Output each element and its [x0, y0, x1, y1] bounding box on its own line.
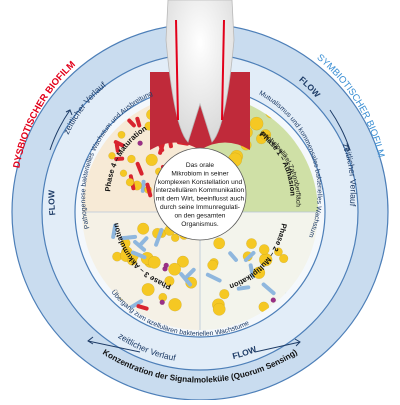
bacterium-rod: [179, 272, 193, 287]
center-text-line: komplexen Konstellation und: [158, 179, 243, 186]
bacterium-filament: [135, 161, 144, 176]
bacterium-coccus: [219, 289, 230, 300]
bacterium-coccus: [141, 283, 155, 297]
arrow-bottom-right: [254, 341, 301, 353]
bacterium-filament: [127, 118, 136, 128]
tooth-nerve-left: [175, 19, 179, 121]
bacterium-rod: [261, 282, 276, 296]
arrow-bottom-left: [87, 340, 141, 353]
bacterium-coccus: [119, 169, 128, 178]
bacterium-rod: [236, 285, 251, 291]
flow-left-label: FLOW: [46, 189, 57, 216]
bacterium-coccus: [168, 262, 182, 276]
bacterium-coccus: [145, 153, 158, 167]
tooth-nerve-right: [221, 19, 225, 121]
bacterium-small: [137, 140, 143, 146]
center-text-line: interzellulären Kommunikation: [156, 187, 245, 194]
bacterium-rod: [133, 239, 147, 252]
bacterium-small: [159, 299, 165, 305]
bacterium-rod: [129, 299, 144, 310]
bacterium-rod: [120, 234, 138, 241]
center-text-line: durch seine Immunregulati-: [160, 204, 240, 211]
bacterium-coccus: [127, 154, 136, 164]
arrowhead-right-ring: [344, 144, 351, 151]
center-text-line: Organismus.: [181, 221, 219, 228]
arrowhead-bottom-right: [294, 338, 301, 347]
bacterium-coccus: [164, 275, 175, 287]
bacterium-coccus: [117, 130, 126, 139]
bacterium-coccus: [252, 266, 266, 279]
bacterium-rod: [205, 272, 222, 283]
center-text-line: on den gesamten: [175, 212, 226, 219]
center-text-line: Das orale: [186, 162, 215, 169]
bacterium-coccus: [273, 247, 283, 257]
bacterium-filament: [113, 140, 125, 148]
bacterium-filament: [145, 182, 153, 198]
bacterium-coccus: [108, 152, 116, 160]
bacterium-coccus: [213, 237, 226, 250]
arrowhead-bottom-left: [87, 336, 94, 345]
bacterium-rod: [183, 267, 196, 280]
bacterium-filament: [114, 156, 125, 162]
bacterium-coccus: [137, 222, 150, 235]
tooth: [165, 0, 235, 143]
bacterium-coccus: [125, 177, 135, 187]
bacterium-small: [163, 262, 169, 269]
center-text-line: Mikrobiom in seiner: [171, 170, 229, 177]
bacterium-rod: [154, 227, 164, 247]
center-circle: [153, 147, 247, 241]
bacterium-rod: [130, 250, 147, 260]
bacterium-coccus: [249, 116, 264, 131]
bacterium-coccus: [168, 298, 182, 312]
bacterium-filament: [135, 116, 142, 128]
bacterium-coccus: [258, 244, 270, 255]
bacterium-rod-red: [136, 304, 149, 311]
bacterium-coccus: [260, 129, 272, 141]
bacterium-coccus: [176, 255, 189, 268]
bacterium-small: [270, 297, 276, 303]
arrow-left-ring: [49, 109, 71, 151]
bacterium-rod: [111, 223, 118, 239]
bacterium-coccus: [207, 259, 218, 271]
bacterium-coccus: [279, 253, 289, 264]
bacterium-coccus: [147, 255, 161, 269]
bacterium-filament: [114, 142, 120, 153]
bacterium-coccus: [212, 302, 226, 316]
bacterium-coccus: [246, 238, 257, 250]
tooth-illustration: [150, 0, 250, 150]
bacterium-coccus: [170, 233, 180, 243]
center-text-line: mit dem Wirt, beeinflusst auch: [156, 196, 245, 203]
bacterium-rod: [243, 250, 256, 263]
bacterium-rod: [228, 251, 238, 262]
arrowhead-left-ring: [65, 109, 73, 116]
